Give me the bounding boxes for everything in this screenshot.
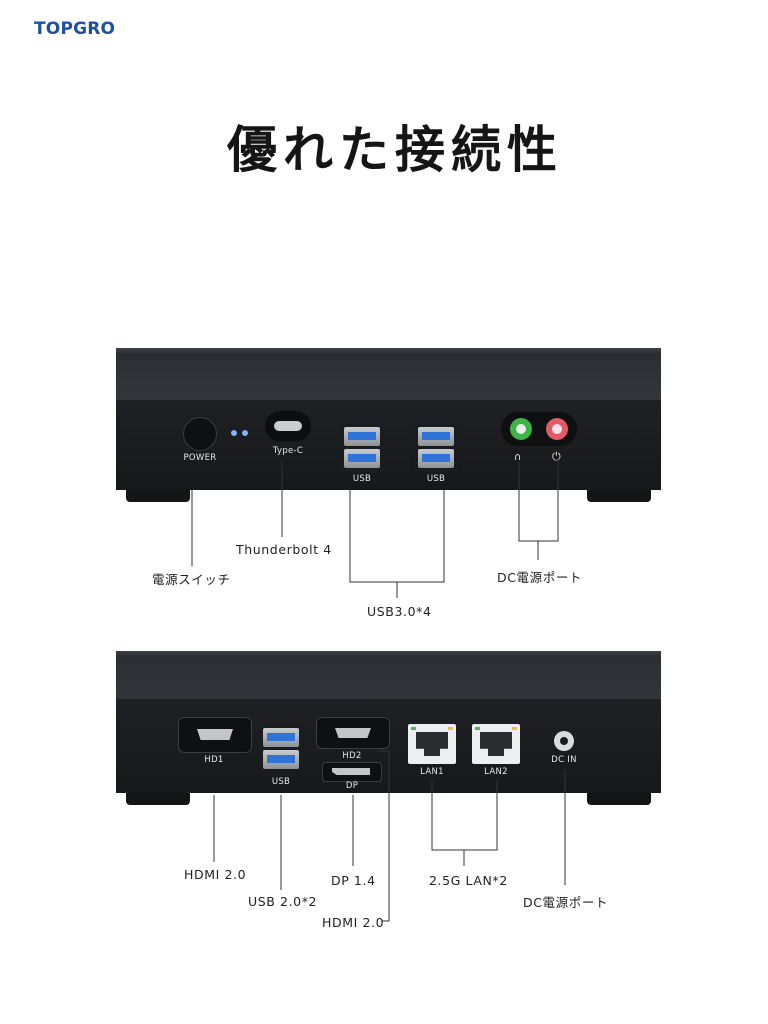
lan2-port-label: LAN2 [484, 767, 508, 777]
headphone-jack-icon [510, 418, 532, 440]
hdmi-port-icon [178, 717, 252, 753]
ethernet-port-icon [408, 724, 456, 764]
dc-port-callout: DC電源ポート [497, 570, 583, 585]
usb-port-icon [414, 424, 458, 471]
brand-logo: TOPGRO [34, 19, 116, 39]
lan1-port-label: LAN1 [420, 767, 444, 777]
device-top-edge [116, 651, 661, 657]
displayport-icon [322, 762, 382, 782]
typec-port-label: Type-C [272, 446, 304, 456]
rear-panel-device: HD1 USB HD2 DP LAN1 LAN2 DC IN [116, 651, 661, 805]
status-led-icon [231, 430, 237, 436]
power-port-label: POWER [183, 453, 217, 463]
headphone-icon: ∩ [514, 452, 522, 463]
status-led-icon [242, 430, 248, 436]
dc-in-port-label: DC IN [551, 755, 577, 765]
dp-port-label: DP [345, 781, 359, 791]
thunderbolt-callout: Thunderbolt 4 [236, 542, 332, 557]
hd1-port-label: HD1 [204, 755, 224, 765]
dc-in-jack-icon [554, 731, 574, 751]
hd2-port-label: HD2 [342, 751, 362, 761]
callout-bracket [349, 490, 445, 583]
device-foot-right [587, 793, 651, 805]
dp14-callout: DP 1.4 [331, 873, 376, 888]
device-top-edge [116, 348, 661, 354]
dc-port-callout: DC電源ポート [523, 895, 609, 910]
lan-callout: 2.5G LAN*2 [429, 873, 508, 888]
power-symbol-icon: ⏻ [552, 450, 561, 463]
hdmi20-callout: HDMI 2.0 [322, 915, 385, 930]
typec-port-icon [265, 411, 311, 441]
usb-port-icon [259, 725, 303, 772]
front-panel-device: POWER Type-C USB USB ∩ ⏻ [116, 348, 661, 502]
device-foot-left [126, 490, 190, 502]
usb-port-label: USB [352, 474, 372, 484]
page-title: 優れた接続性 [227, 121, 563, 179]
power-button-icon [183, 417, 217, 451]
hdmi-port-icon [316, 717, 390, 749]
power-switch-callout: 電源スイッチ [152, 572, 231, 587]
device-foot-left [126, 793, 190, 805]
ethernet-port-icon [472, 724, 520, 764]
audio-jack-panel [501, 412, 577, 446]
usb-port-label: USB [426, 474, 446, 484]
usb-port-icon [340, 424, 384, 471]
device-foot-right [587, 490, 651, 502]
usb-port-label: USB [271, 777, 291, 787]
usb20-callout: USB 2.0*2 [248, 894, 318, 909]
usb30-callout: USB3.0*4 [367, 604, 432, 619]
mic-jack-icon [546, 418, 568, 440]
hdmi20-callout: HDMI 2.0 [184, 867, 247, 882]
